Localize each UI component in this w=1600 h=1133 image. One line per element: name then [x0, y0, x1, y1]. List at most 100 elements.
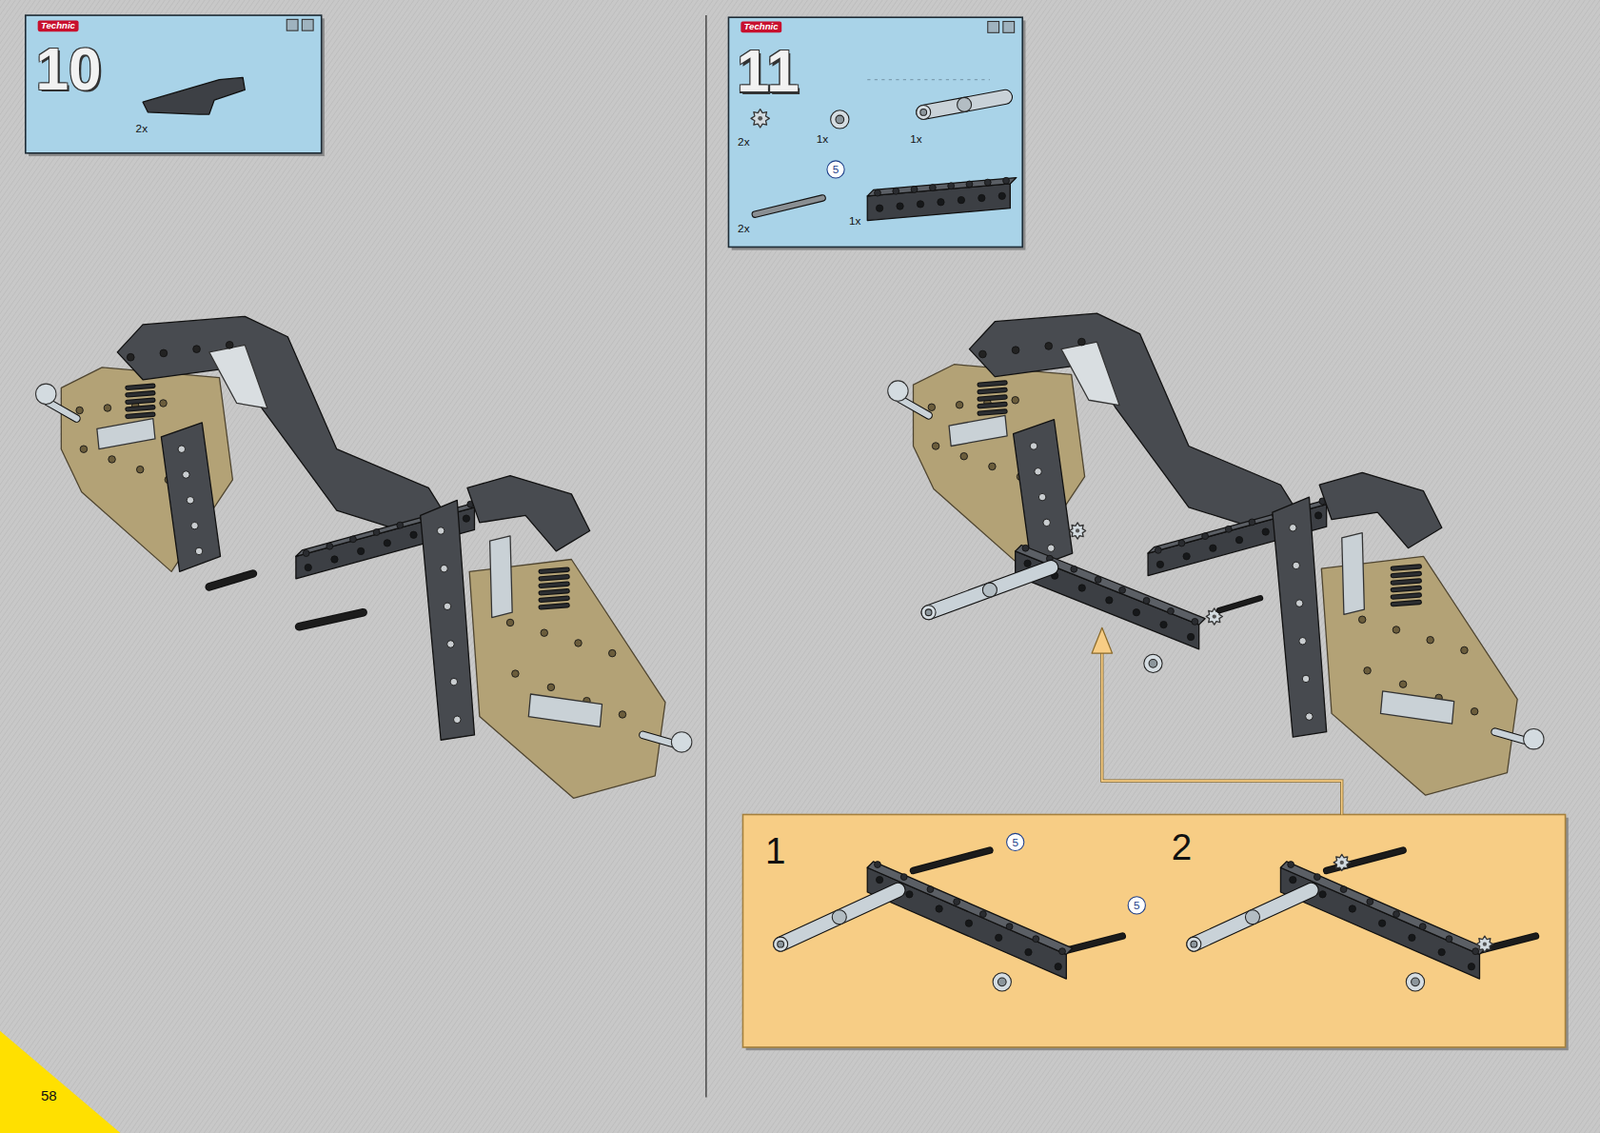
axle — [1326, 849, 1403, 870]
beam-hole — [995, 933, 1003, 941]
beam-hole — [1408, 933, 1416, 941]
hole — [440, 564, 449, 573]
universal-joint — [1193, 889, 1311, 945]
window-icon — [301, 19, 314, 31]
part-quantity: 2x — [136, 123, 148, 136]
spring — [1392, 602, 1420, 605]
model-assembly — [36, 316, 692, 798]
hole — [574, 639, 583, 648]
hole — [979, 350, 988, 358]
hole — [1289, 524, 1298, 533]
spring — [127, 385, 154, 388]
beam-hole — [462, 514, 470, 522]
bush-part — [992, 972, 1011, 991]
liftarm — [1272, 496, 1327, 737]
stud — [1070, 565, 1078, 573]
beam-hole — [1106, 596, 1113, 604]
hole — [1426, 635, 1435, 644]
gear-hole — [1482, 942, 1487, 947]
grey-block — [209, 344, 268, 408]
spring — [1392, 580, 1420, 583]
model-assembly — [888, 313, 1544, 795]
axle — [298, 612, 364, 627]
hole — [108, 455, 117, 464]
spring — [127, 399, 154, 402]
spring — [540, 576, 568, 579]
beam-hole — [1209, 544, 1217, 552]
universal-joint — [1193, 889, 1311, 945]
spring — [979, 411, 1006, 414]
beam-hole — [357, 547, 365, 554]
part-quantity: 1x — [816, 133, 829, 145]
hole — [608, 649, 616, 657]
beam-hole — [957, 196, 965, 203]
beam-hole — [1132, 609, 1140, 616]
stud — [1287, 861, 1295, 869]
beam-hole — [1025, 948, 1032, 955]
beam-hole — [1078, 584, 1086, 592]
hole — [436, 527, 445, 535]
stud — [910, 186, 918, 194]
spring — [540, 591, 568, 593]
part-quantity: 1x — [909, 133, 922, 145]
bush-part — [925, 609, 932, 616]
spring — [540, 605, 568, 608]
spring — [979, 382, 1006, 385]
step-number: 11 — [736, 41, 800, 101]
bush-part — [1144, 653, 1163, 672]
hole — [955, 401, 964, 410]
page-divider — [705, 15, 707, 1097]
stud — [350, 535, 357, 543]
beam-hole — [965, 919, 972, 927]
beam-hole — [1262, 528, 1269, 535]
stud — [892, 187, 900, 195]
hole — [1295, 599, 1304, 608]
beam-hole — [1319, 890, 1326, 898]
hole — [1078, 337, 1087, 346]
stud — [373, 529, 380, 536]
step-parts-box: Technic102x — [25, 15, 322, 154]
gear-hole — [1212, 613, 1217, 618]
bush-part — [835, 115, 845, 124]
hole — [512, 670, 520, 678]
stud — [874, 861, 882, 869]
stud — [984, 178, 991, 186]
hole — [1011, 346, 1020, 355]
hole — [540, 629, 549, 637]
stud — [1059, 948, 1067, 955]
hole — [928, 403, 936, 412]
stud — [900, 873, 908, 881]
stud — [874, 189, 882, 197]
stud — [1154, 546, 1162, 554]
hole — [1363, 667, 1372, 675]
stud — [1032, 935, 1040, 943]
spring — [127, 414, 154, 416]
hole — [76, 406, 84, 415]
liftarm — [1319, 472, 1442, 548]
spring — [127, 385, 154, 388]
spring — [127, 407, 154, 410]
axle — [298, 612, 364, 627]
stud — [966, 180, 973, 188]
page-number: 58 — [40, 1087, 58, 1103]
spring — [1392, 602, 1420, 605]
beam-hole — [896, 202, 904, 210]
hole — [1461, 646, 1469, 654]
bush-part — [997, 977, 1007, 987]
beam-hole — [906, 890, 913, 898]
liftarm — [117, 316, 449, 533]
substep-number: 1 — [765, 832, 786, 870]
hole — [931, 442, 940, 451]
bush-part — [773, 936, 789, 951]
beam-hole — [1289, 875, 1297, 883]
spring — [1392, 573, 1420, 576]
stud — [1178, 539, 1186, 547]
grey-connector — [97, 418, 156, 450]
part-quantity: 1x — [849, 215, 861, 227]
axle — [1326, 849, 1403, 870]
spring — [1392, 594, 1420, 597]
hole — [443, 602, 452, 611]
hole — [447, 640, 455, 649]
spring — [979, 411, 1006, 414]
stud — [1248, 518, 1256, 526]
